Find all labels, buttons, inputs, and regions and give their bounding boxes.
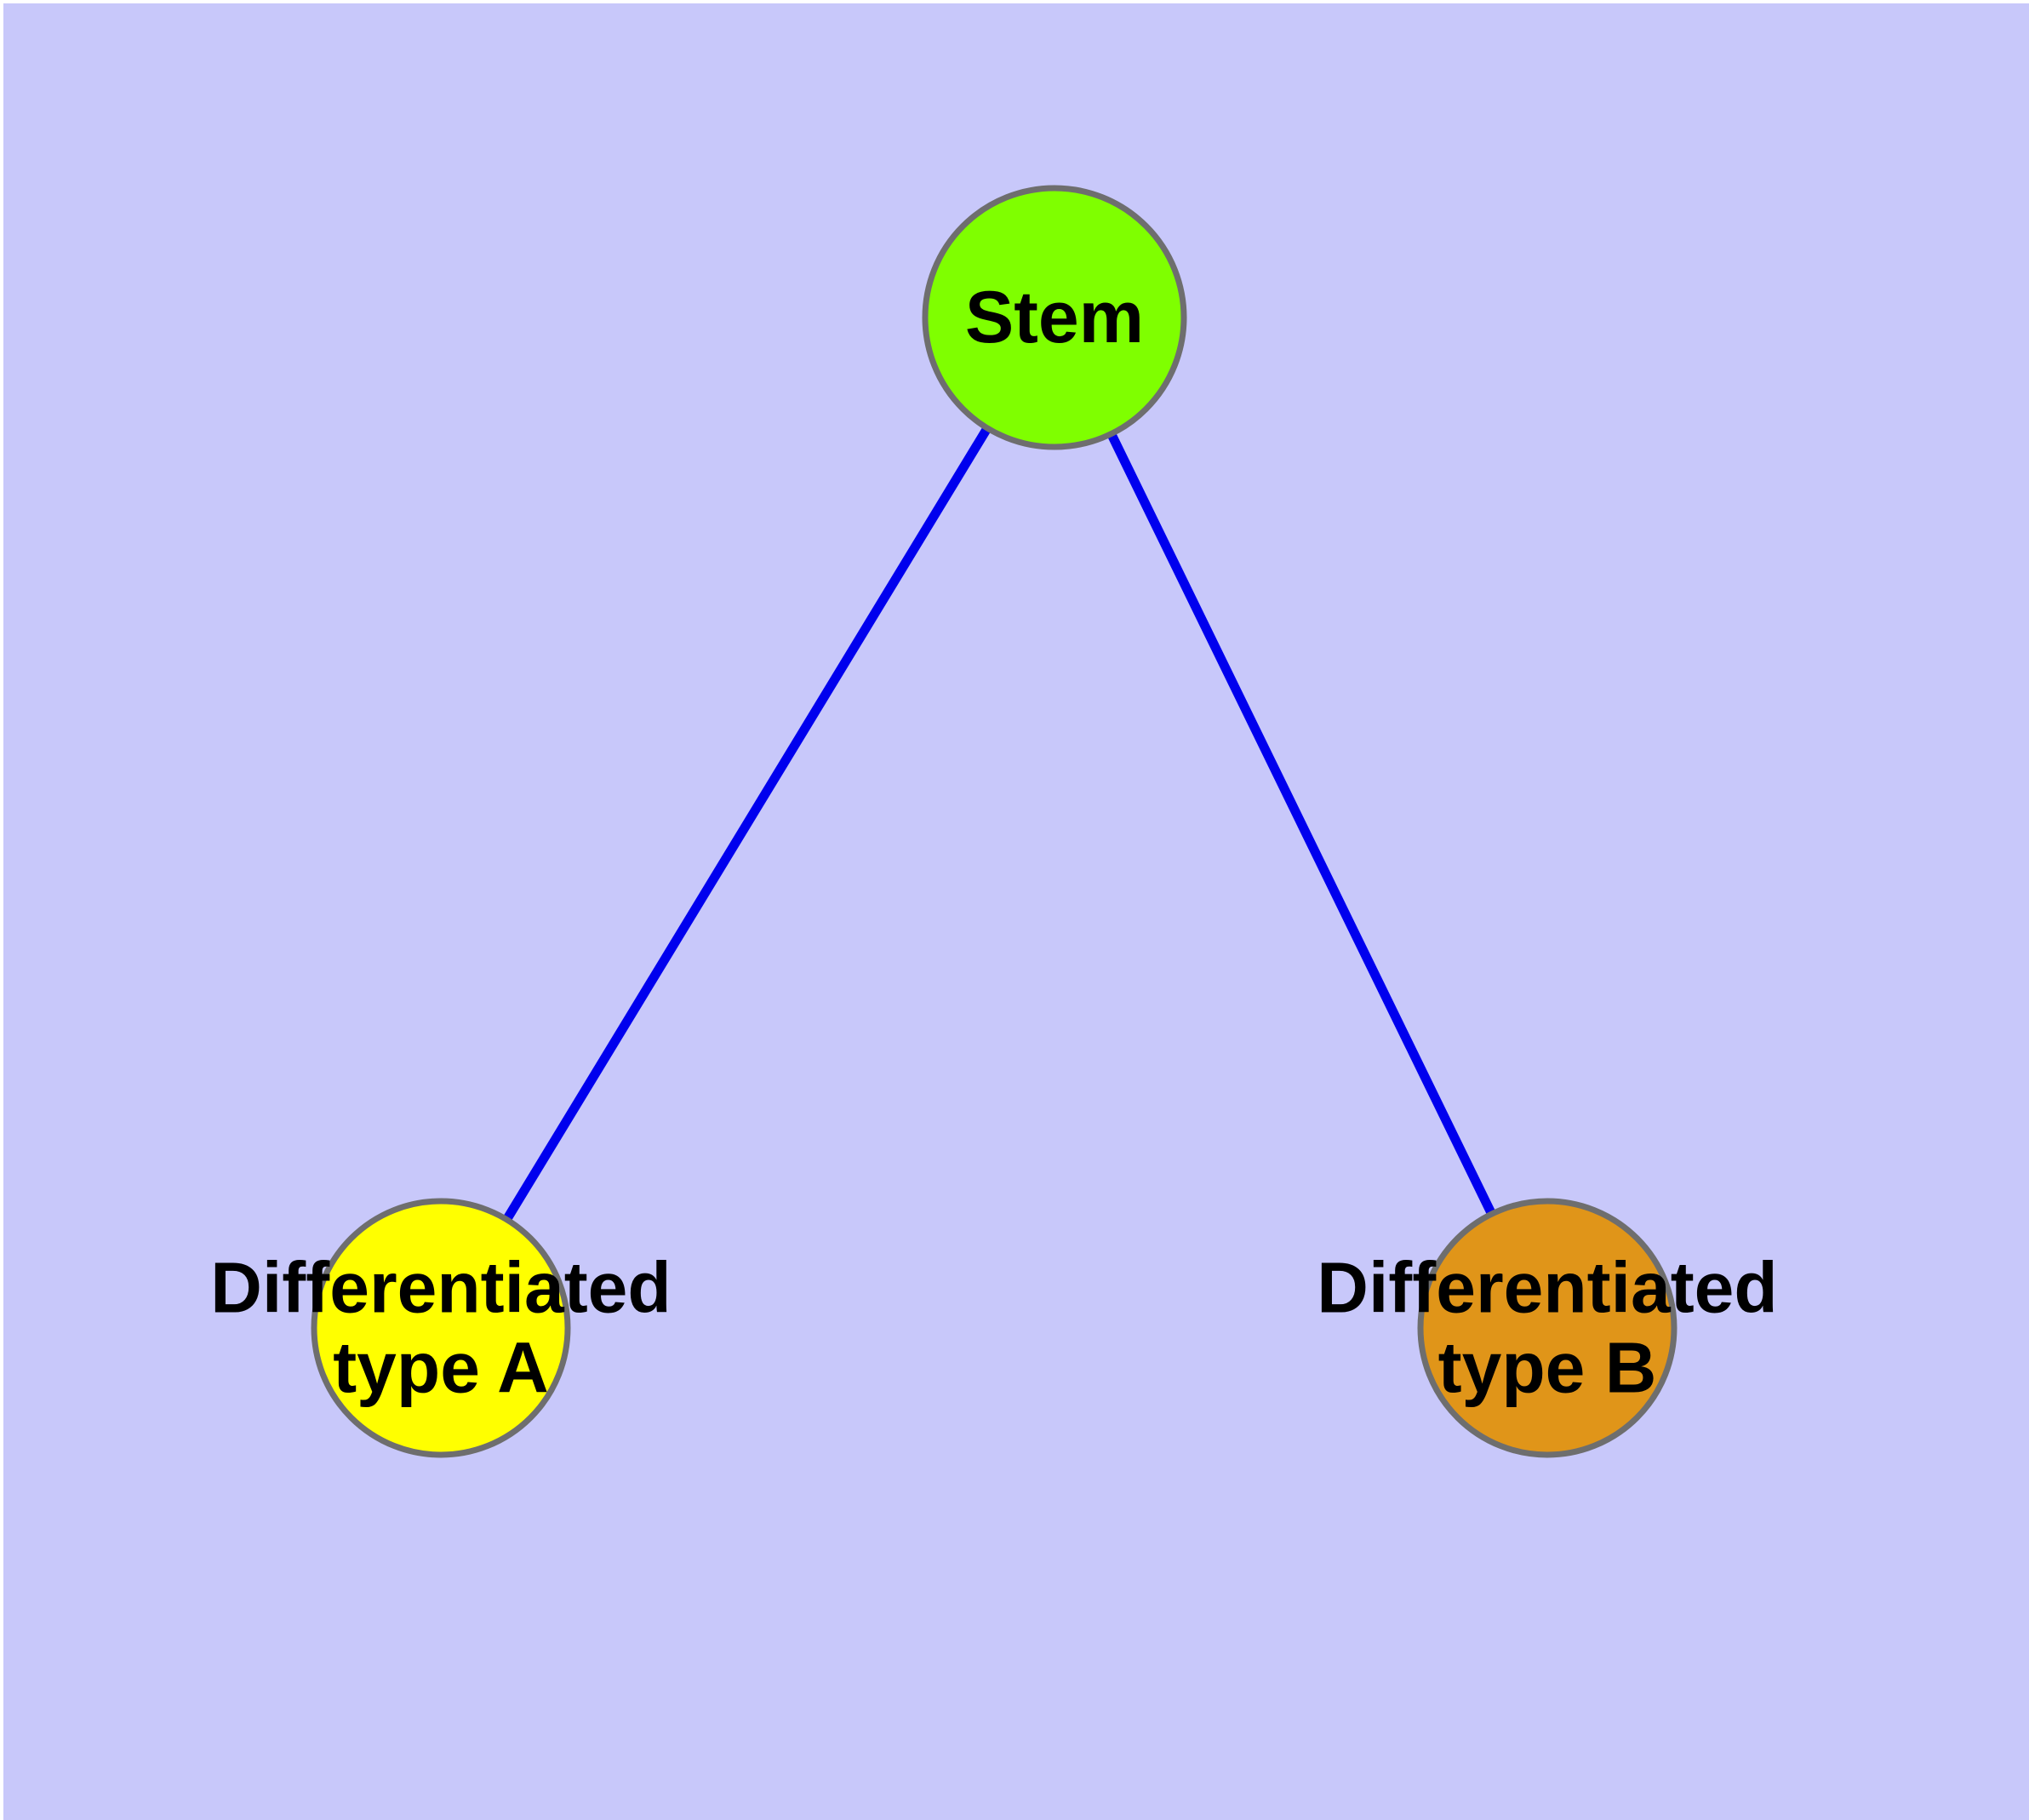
node-circle[interactable]	[311, 1198, 571, 1458]
node-label-line: Differentiated	[1317, 1248, 1777, 1328]
node-label-line: Stem	[965, 277, 1144, 358]
edge-layer	[437, 315, 1552, 1331]
node-label: Stem	[965, 277, 1144, 358]
graph-edge[interactable]	[1050, 315, 1552, 1331]
graph-edge[interactable]	[437, 315, 1059, 1331]
node-label-line: type B	[1438, 1328, 1657, 1408]
node-circle[interactable]	[922, 185, 1187, 450]
node-label-line: Differentiated	[210, 1248, 671, 1328]
node-circle[interactable]	[1417, 1198, 1677, 1458]
graph-node-stem[interactable]: Stem	[922, 185, 1187, 450]
node-label-line: type A	[333, 1328, 549, 1408]
